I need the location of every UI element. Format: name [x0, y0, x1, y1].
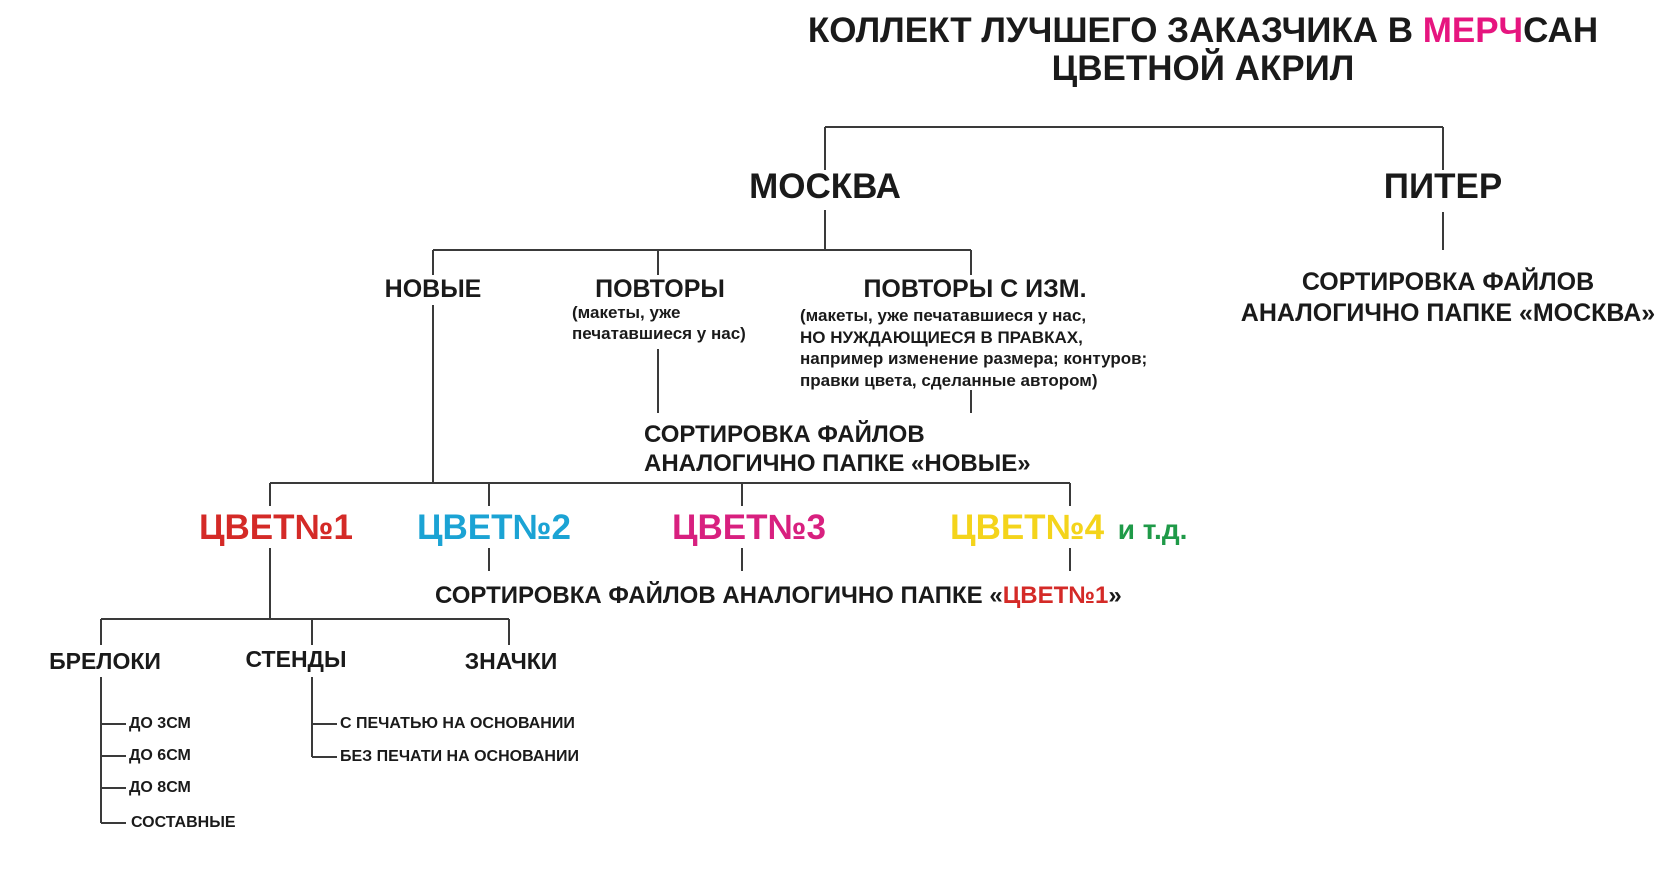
etc-label: и т.д.: [1117, 514, 1188, 545]
colors-sort-suffix: »: [1108, 582, 1122, 609]
brand-name-highlight: МЕРЧ: [1422, 11, 1524, 50]
node-badges: ЗНАЧКИ: [464, 648, 558, 674]
node-piter: ПИТЕР: [1383, 167, 1503, 206]
repeats-sort-line-1: СОРТИРОВКА ФАЙЛОВ: [644, 421, 925, 448]
repeats-sort-line-2: АНАЛОГИЧНО ПАПКЕ «НОВЫЕ»: [644, 450, 1031, 477]
diagram-title: КОЛЛЕКТ ЛУЧШЕГО ЗАКАЗЧИКА В МЕРЧСАН ЦВЕТ…: [808, 12, 1598, 88]
repeats-note-line-1: (макеты, уже: [572, 303, 681, 322]
stand-type-item: БЕЗ ПЕЧАТИ НА ОСНОВАНИИ: [340, 748, 579, 765]
colors-sort-ref: ЦВЕТ№1: [1002, 582, 1109, 609]
title-suffix: САН: [1523, 11, 1599, 50]
title-line-1: КОЛЛЕКТ ЛУЧШЕГО ЗАКАЗЧИКА В МЕРЧСАН: [808, 12, 1598, 50]
repeats-note: (макеты, уже печатавшиеся у нас): [572, 302, 746, 344]
colors-sort-note: СОРТИРОВКА ФАЙЛОВ АНАЛОГИЧНО ПАПКЕ «ЦВЕТ…: [435, 582, 1122, 610]
repeats-changes-note-line-1: (макеты, уже печатавшиеся у нас,: [800, 306, 1087, 325]
node-repeats-with-changes: ПОВТОРЫ С ИЗМ.: [863, 275, 1087, 303]
keychain-size-item: ДО 8СМ: [129, 779, 191, 796]
colors-sort-prefix: СОРТИРОВКА ФАЙЛОВ АНАЛОГИЧНО ПАПКЕ «: [435, 582, 1003, 609]
repeats-changes-note-line-3: например изменение размера; контуров;: [800, 349, 1148, 368]
repeats-sort-note: СОРТИРОВКА ФАЙЛОВ АНАЛОГИЧНО ПАПКЕ «НОВЫ…: [644, 420, 1031, 478]
node-color-2: ЦВЕТ№2: [416, 508, 572, 547]
node-stands: СТЕНДЫ: [245, 646, 347, 672]
node-moscow: МОСКВА: [749, 167, 901, 206]
repeats-changes-note: (макеты, уже печатавшиеся у нас, НО НУЖД…: [800, 305, 1147, 391]
piter-sort-line-2: АНАЛОГИЧНО ПАПКЕ «МОСКВА»: [1240, 299, 1656, 327]
piter-sort-note: СОРТИРОВКА ФАЙЛОВ АНАЛОГИЧНО ПАПКЕ «МОСК…: [1241, 267, 1655, 329]
node-color-3: ЦВЕТ№3: [671, 508, 827, 547]
keychain-size-item: ДО 3СМ: [129, 715, 191, 732]
node-color-4: ЦВЕТ№4 и т.д.: [950, 508, 1187, 547]
title-line-2: ЦВЕТНОЙ АКРИЛ: [1051, 49, 1355, 88]
keychain-size-item: СОСТАВНЫЕ: [131, 814, 236, 831]
node-color-1: ЦВЕТ№1: [198, 508, 354, 547]
stand-type-item: С ПЕЧАТЬЮ НА ОСНОВАНИИ: [340, 715, 575, 732]
keychain-size-item: ДО 6СМ: [129, 747, 191, 764]
node-keychains: БРЕЛОКИ: [49, 648, 161, 674]
repeats-changes-note-line-2: НО НУЖДАЮЩИЕСЯ В ПРАВКАХ,: [800, 327, 1083, 347]
title-prefix: КОЛЛЕКТ ЛУЧШЕГО ЗАКАЗЧИКА В: [807, 11, 1423, 50]
color-4-label: ЦВЕТ№4: [950, 508, 1105, 547]
piter-sort-line-1: СОРТИРОВКА ФАЙЛОВ: [1301, 268, 1595, 296]
node-repeats: ПОВТОРЫ: [595, 275, 725, 303]
node-new: НОВЫЕ: [384, 275, 482, 303]
repeats-changes-note-line-4: правки цвета, сделанные автором): [800, 370, 1098, 390]
repeats-note-line-2: печатавшиеся у нас): [572, 324, 746, 343]
